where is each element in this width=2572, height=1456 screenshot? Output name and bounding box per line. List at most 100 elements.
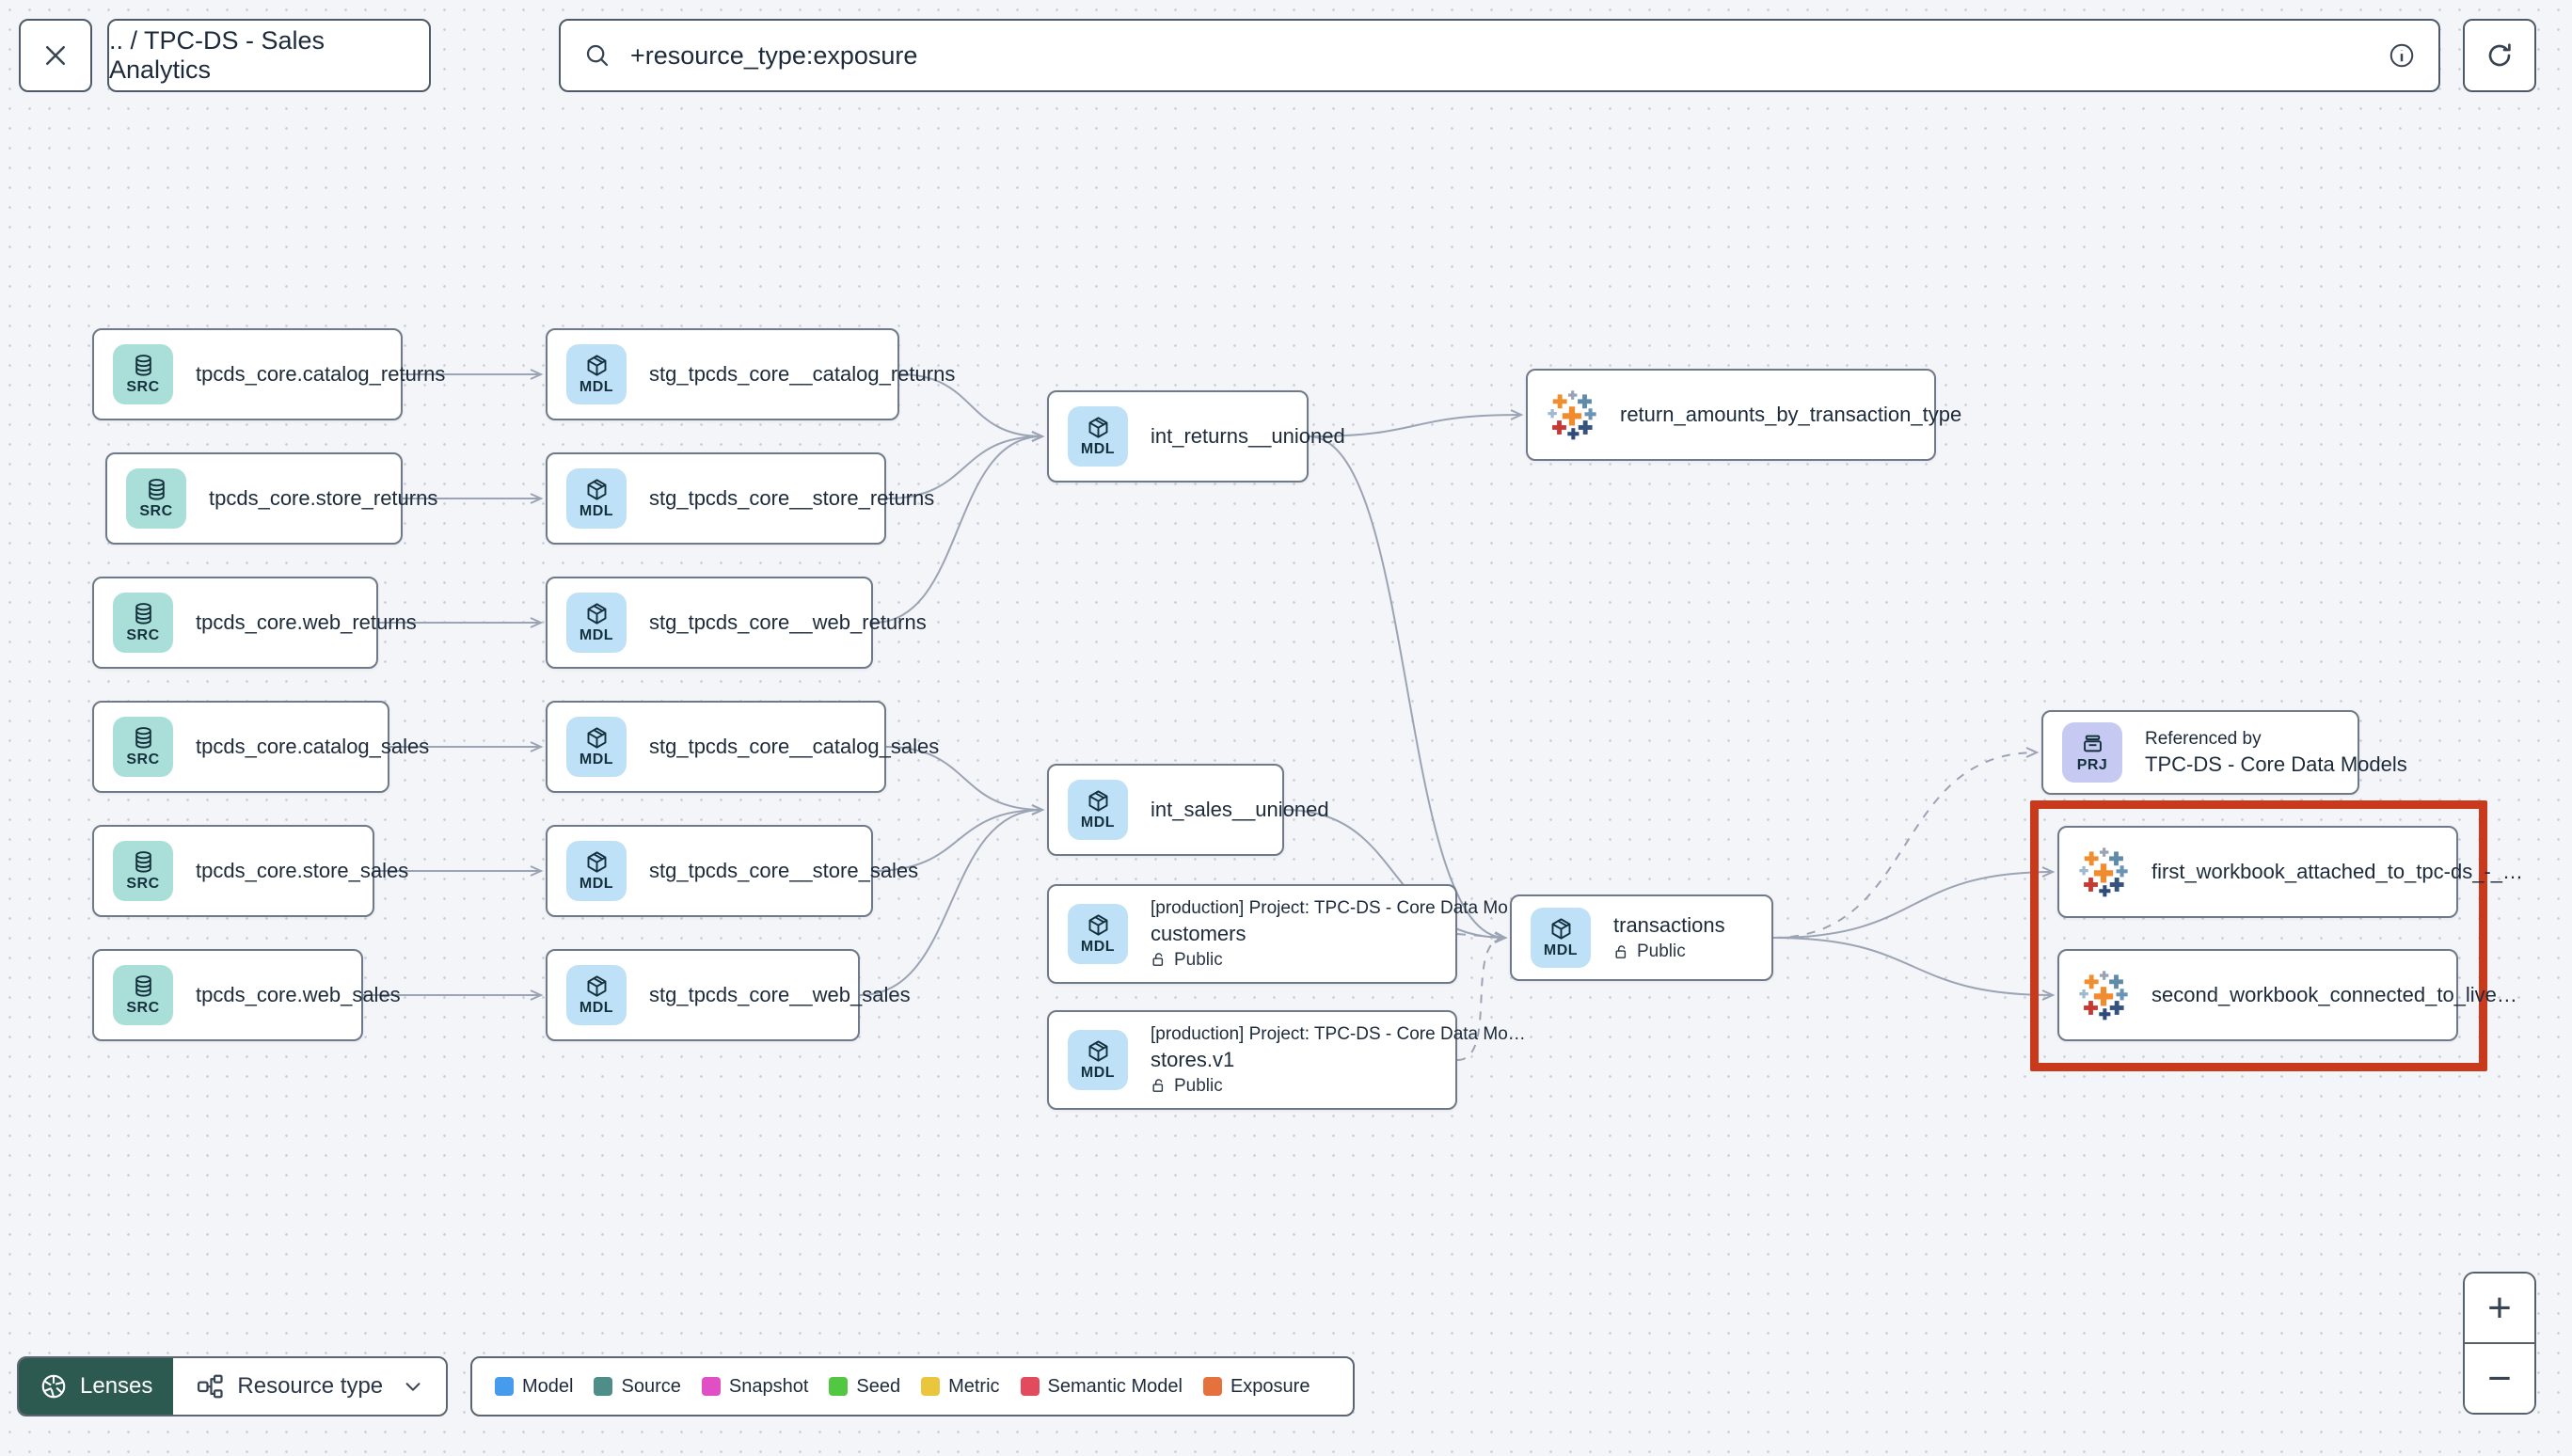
lock-open-icon — [1151, 952, 1167, 968]
model-badge: MDL — [566, 841, 627, 901]
source-badge: SRC — [113, 841, 173, 901]
edge-stg_catalog_sales-to-int_sales — [885, 746, 1045, 815]
legend-item-source: Source — [594, 1376, 681, 1398]
lenses-label: Lenses — [80, 1373, 153, 1399]
model-badge: MDL — [1068, 904, 1128, 964]
legend-swatch — [1202, 1377, 1222, 1396]
model-badge: MDL — [566, 593, 627, 653]
breadcrumb-label: .. / TPC-DS - Sales Analytics — [109, 26, 325, 84]
legend-item-seed: Seed — [829, 1376, 900, 1398]
node-workbook1[interactable]: first_workbook_attached_to_tpc-ds_-_… — [2057, 826, 2523, 918]
search-input[interactable] — [628, 40, 2371, 71]
refresh-icon — [2485, 40, 2515, 71]
model-badge: MDL — [1531, 908, 1591, 968]
model-badge: MDL — [566, 344, 627, 404]
node-int_returns[interactable]: MDL int_returns__unioned — [1047, 390, 1345, 483]
model-cube-icon — [584, 601, 610, 626]
model-badge: MDL — [566, 965, 627, 1025]
tableau-icon — [2078, 970, 2129, 1021]
breadcrumb[interactable]: .. / TPC-DS - Sales Analytics — [107, 19, 431, 92]
legend-swatch — [829, 1377, 849, 1396]
edge-transactions-to-workbook1 — [1772, 866, 2056, 939]
edge-stg_store_returns-to-int_returns — [885, 431, 1045, 499]
node-label: tpcds_core.web_returns — [196, 610, 417, 634]
node-label: stg_tpcds_core__web_sales — [649, 983, 911, 1006]
node-label: first_workbook_attached_to_tpc-ds_-_… — [2151, 860, 2523, 883]
node-src_catalog_returns[interactable]: SRC tpcds_core.catalog_returns — [92, 328, 446, 420]
lens-toolbar: Lenses Resource type — [17, 1356, 448, 1416]
node-label: stg_tpcds_core__catalog_sales — [649, 735, 940, 758]
model-cube-icon — [1086, 415, 1111, 440]
edge-int_sales-to-transactions — [1283, 809, 1508, 943]
resource-type-dropdown[interactable]: Resource type — [173, 1372, 446, 1401]
project-badge: PRJ — [2062, 722, 2122, 783]
legend-item-semantic-model: Semantic Model — [1020, 1376, 1183, 1398]
visibility-badge: Public — [1151, 1076, 1437, 1097]
model-badge: MDL — [1068, 406, 1128, 467]
node-label: int_sales__unioned — [1151, 798, 1329, 821]
model-cube-icon — [584, 725, 610, 751]
database-icon — [131, 973, 156, 999]
edge-int_returns-to-transactions — [1308, 435, 1508, 943]
model-badge: MDL — [566, 468, 627, 529]
node-int_sales[interactable]: MDL int_sales__unioned — [1047, 764, 1329, 856]
search-bar[interactable] — [559, 19, 2440, 92]
node-src_store_sales[interactable]: SRC tpcds_core.store_sales — [92, 825, 409, 917]
refresh-button[interactable] — [2463, 19, 2536, 92]
node-return_amounts[interactable]: return_amounts_by_transaction_type — [1526, 369, 1961, 461]
legend-swatch — [921, 1377, 941, 1396]
model-cube-icon — [1086, 1038, 1111, 1064]
resource-type-label: Resource type — [237, 1373, 384, 1399]
zoom-in-button[interactable]: + — [2465, 1274, 2534, 1344]
node-label: tpcds_core.catalog_returns — [196, 362, 446, 386]
chevron-down-icon — [403, 1376, 423, 1397]
visibility-badge: Public — [1151, 950, 1437, 971]
node-stores[interactable]: MDL[production] Project: TPC-DS - Core D… — [1047, 1010, 1526, 1110]
close-button[interactable] — [19, 19, 92, 92]
source-badge: SRC — [113, 344, 173, 404]
node-subtitle: Referenced by — [2145, 728, 2262, 749]
model-cube-icon — [584, 973, 610, 999]
project-box-icon — [2080, 731, 2105, 756]
node-stg_web_sales[interactable]: MDL stg_tpcds_core__web_sales — [546, 949, 911, 1041]
info-icon[interactable] — [2388, 41, 2416, 70]
node-label: transactions — [1613, 913, 1725, 937]
node-stg_web_returns[interactable]: MDL stg_tpcds_core__web_returns — [546, 577, 927, 669]
node-label: stg_tpcds_core__web_returns — [649, 610, 927, 634]
legend-swatch — [594, 1377, 613, 1396]
edge-stg_web_sales-to-int_sales — [859, 804, 1045, 996]
node-src_web_returns[interactable]: SRC tpcds_core.web_returns — [92, 577, 417, 669]
node-label: tpcds_core.store_sales — [196, 859, 409, 882]
source-badge: SRC — [126, 468, 186, 529]
model-cube-icon — [584, 849, 610, 875]
node-label: stores.v1 — [1151, 1047, 1235, 1071]
node-customers[interactable]: MDL [production] Project: TPC-DS - Core D… — [1047, 884, 1526, 984]
edge-stg_web_returns-to-int_returns — [872, 431, 1045, 624]
legend-item-model: Model — [495, 1376, 573, 1398]
node-label: int_returns__unioned — [1151, 424, 1345, 448]
model-cube-icon — [1086, 912, 1111, 938]
source-badge: SRC — [113, 593, 173, 653]
legend-item-metric: Metric — [921, 1376, 1000, 1398]
database-icon — [131, 353, 156, 378]
lenses-button[interactable]: Lenses — [19, 1358, 174, 1415]
model-cube-icon — [1548, 916, 1574, 942]
zoom-out-button[interactable]: − — [2465, 1344, 2534, 1413]
lock-open-icon — [1151, 1078, 1167, 1094]
node-subtitle: [production] Project: TPC-DS - Core Data… — [1151, 897, 1526, 918]
model-badge: MDL — [1068, 780, 1128, 840]
node-workbook2[interactable]: second_workbook_connected_to_live… — [2057, 949, 2517, 1041]
database-icon — [131, 849, 156, 875]
